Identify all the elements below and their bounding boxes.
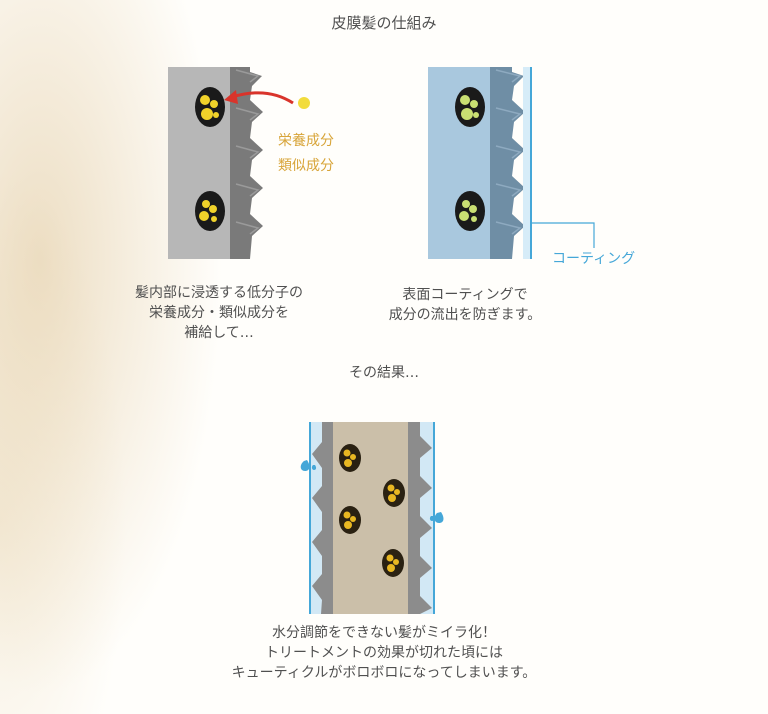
- dried-cell-1: [339, 444, 361, 472]
- dried-cell-3: [339, 506, 361, 534]
- panel3-caption-2: トリートメントの効果が切れた頃には: [0, 643, 768, 663]
- dried-cell-2: [383, 479, 405, 507]
- panel3-caption-1: 水分調節をできない髪がミイラ化！: [0, 623, 768, 643]
- panel3-caption-3: キューティクルがボロボロになってしまいます。: [0, 663, 768, 683]
- water-drop-left-icon: [301, 460, 310, 471]
- water-drop-right-icon: [435, 512, 444, 523]
- dried-cell-4: [382, 549, 404, 577]
